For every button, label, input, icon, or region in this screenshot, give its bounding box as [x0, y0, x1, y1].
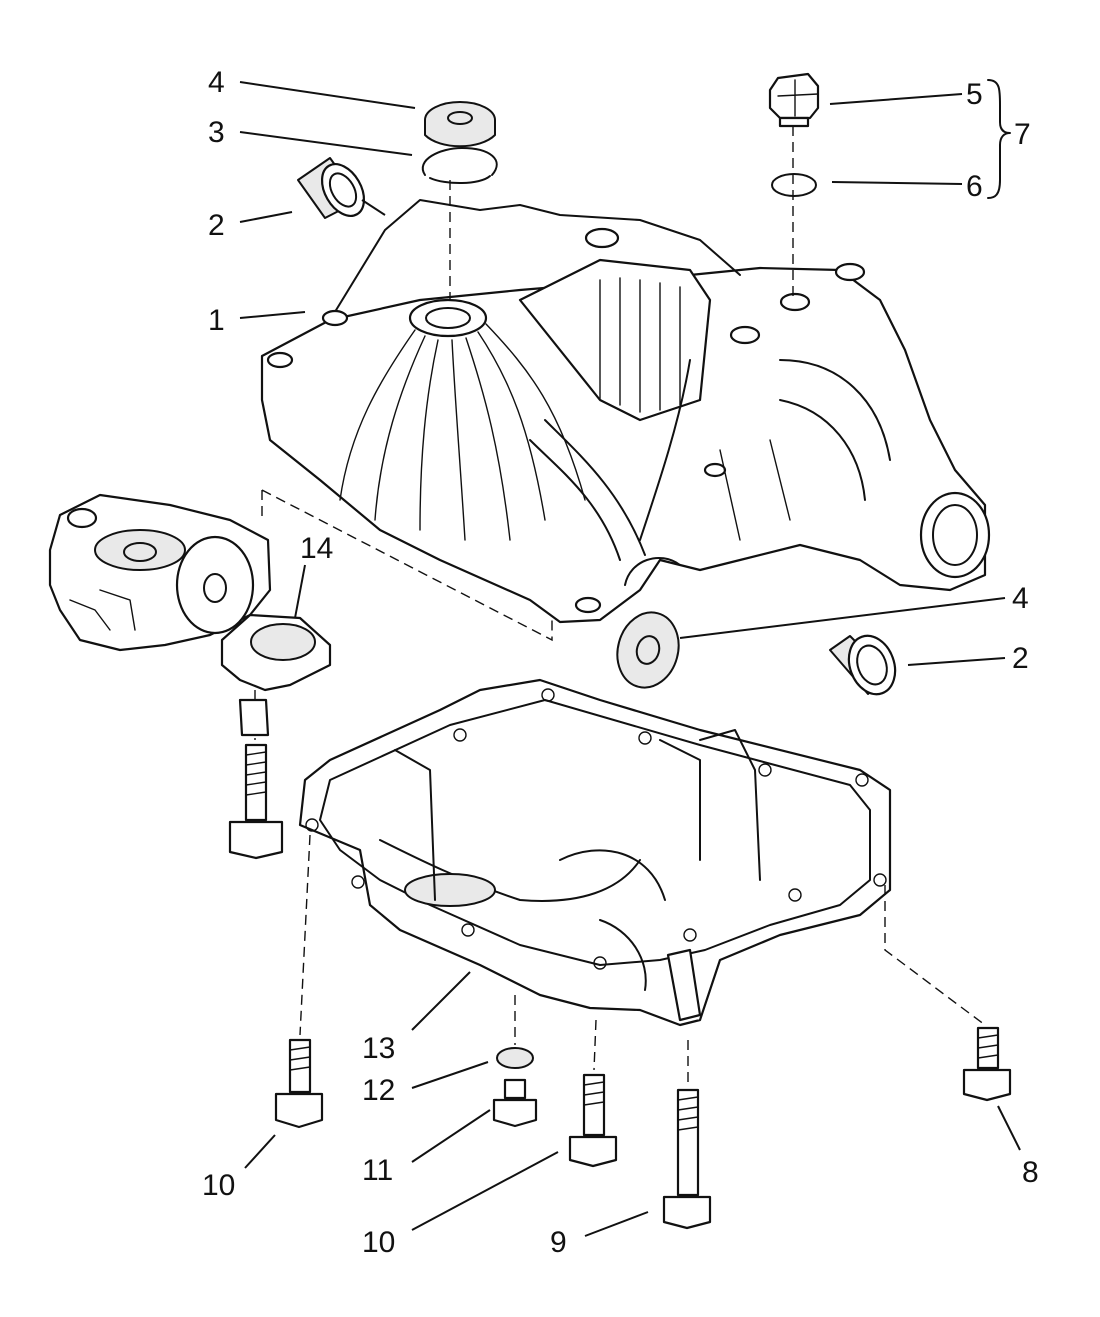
callout-2-bottom: 2 [1012, 642, 1029, 675]
bolt-guide-10-left [299, 834, 311, 1036]
callout-2-top: 2 [208, 209, 225, 242]
o-ring [771, 173, 817, 197]
bolt-8 [962, 1026, 1012, 1102]
callout-10-left: 10 [202, 1169, 235, 1202]
callout-14: 14 [300, 532, 333, 565]
callout-4-bottom: 4 [1012, 582, 1029, 615]
callout-7: 7 [1014, 118, 1031, 151]
bushing-bottom [829, 634, 897, 696]
callout-10-center: 10 [362, 1226, 395, 1259]
callout-3: 3 [208, 116, 225, 149]
callout-13: 13 [362, 1032, 395, 1065]
bolt-14 [228, 743, 284, 860]
bolt-10-left [274, 1038, 324, 1129]
bolt-11 [492, 1078, 538, 1128]
bolt-10-center [568, 1073, 618, 1168]
callout-9: 9 [550, 1226, 567, 1259]
callout-12: 12 [362, 1074, 395, 1107]
callout-11: 11 [362, 1154, 393, 1187]
callout-4-top: 4 [208, 66, 225, 99]
bypass-bracket [220, 613, 332, 737]
center-section-casting [48, 493, 272, 652]
drain-plug-12 [496, 1047, 534, 1069]
lower-housing [298, 678, 892, 1027]
upper-housing [260, 199, 991, 624]
bolt-guide-10-center [593, 1019, 597, 1071]
callout-8: 8 [1022, 1156, 1039, 1189]
callout-6: 6 [966, 170, 983, 203]
callout-1: 1 [208, 304, 225, 337]
seal-top [424, 101, 496, 148]
seal-bottom [616, 611, 680, 689]
bolt-guide-8 [884, 885, 986, 1026]
retaining-ring [421, 147, 498, 185]
callout-5: 5 [966, 78, 983, 111]
bolt-9 [662, 1088, 712, 1230]
center-section-guide-line [261, 489, 553, 642]
bushing-top [297, 157, 366, 219]
leader-lines [239, 79, 1021, 1237]
drain-plug [768, 72, 820, 128]
